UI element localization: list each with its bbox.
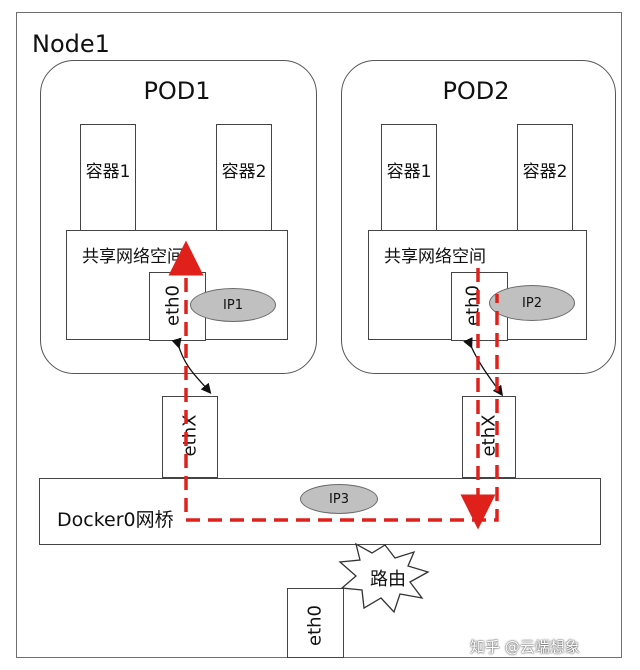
- pod1-container-2-label: 容器2: [221, 162, 267, 182]
- pod1-container-1-label: 容器1: [85, 162, 131, 182]
- router-label: 路由: [370, 569, 406, 590]
- pod1-ip-badge: IP1: [190, 288, 276, 322]
- pod2-ip-badge: IP2: [489, 285, 575, 321]
- pod2-container-2-label: 容器2: [522, 162, 568, 182]
- host-eth0-interface: [287, 588, 344, 658]
- pod1-ethx-veth: [162, 396, 218, 478]
- watermark-text: 知乎 @云端想象: [470, 638, 580, 656]
- pod1-title: POD1: [143, 77, 211, 105]
- pod2-container-1-label: 容器1: [386, 162, 432, 182]
- pod2-namespace-label: 共享网络空间: [384, 247, 486, 267]
- pod2-container-1: [381, 124, 437, 232]
- pod1-veth-link-arrow: [171, 337, 212, 394]
- router-burst-icon: [338, 542, 430, 614]
- pod2-title: POD2: [442, 77, 510, 105]
- packet-path-line: [184, 256, 499, 522]
- node-title: Node1: [32, 30, 110, 58]
- docker0-bridge-label: Docker0网桥: [57, 509, 174, 531]
- pod2-ethx-veth: [462, 396, 516, 478]
- bridge-ip-badge: IP3: [300, 484, 378, 514]
- pod1-container-1: [80, 124, 136, 232]
- pod1-namespace-label: 共享网络空间: [82, 247, 184, 267]
